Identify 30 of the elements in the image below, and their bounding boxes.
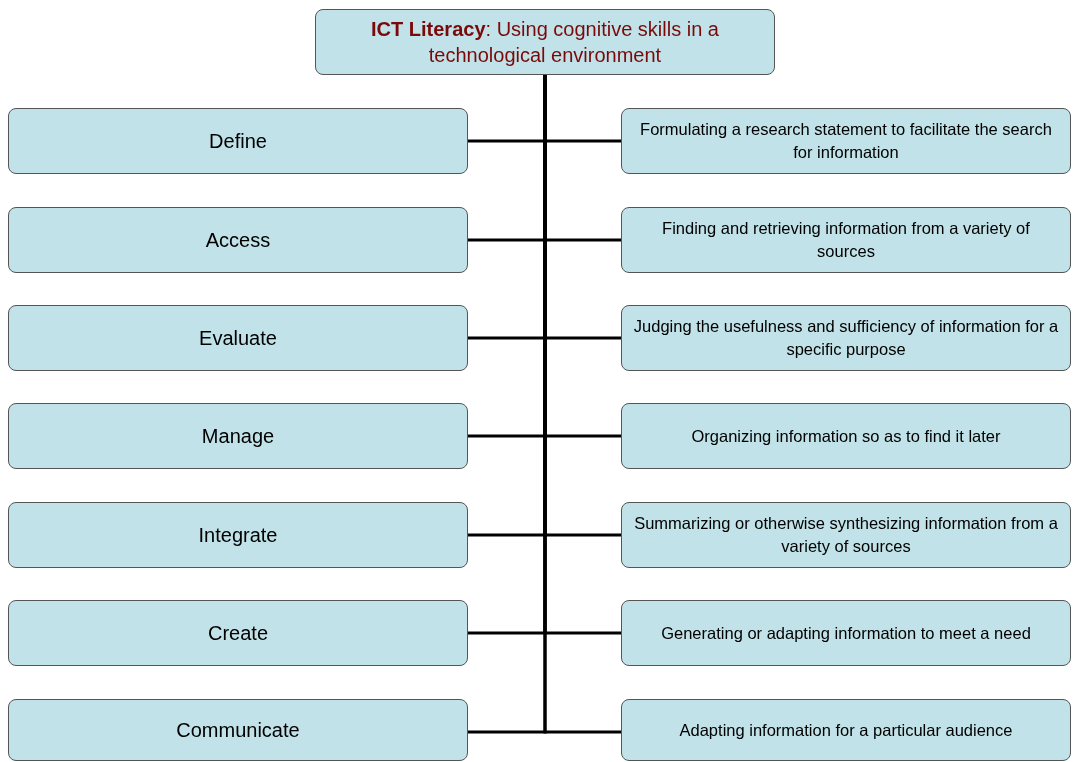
description-box — [621, 600, 1071, 666]
description-box — [621, 108, 1071, 174]
box-text: Access — [205, 228, 271, 252]
description-box — [621, 305, 1071, 371]
box-text: Formulating a research statement to facilitate the search for information — [639, 119, 1053, 163]
skill-box — [8, 600, 468, 666]
skill-box — [8, 108, 468, 174]
description-box — [621, 699, 1071, 761]
box-text: Summarizing or otherwise synthesizing information from a variety of sources — [633, 513, 1059, 557]
box-text: Integrate — [198, 523, 278, 547]
description-box — [621, 207, 1071, 273]
box-text: Finding and retrieving information from a variety of sources — [661, 218, 1031, 262]
box-text: Manage — [201, 424, 275, 448]
skill-box — [8, 207, 468, 273]
title-box — [315, 9, 775, 75]
skill-box — [8, 502, 468, 568]
box-text: Generating or adapting information to meet a need — [661, 622, 1031, 644]
skill-box — [8, 403, 468, 469]
box-text: Create — [208, 621, 268, 645]
box-text: Adapting information for a particular audience — [679, 719, 1013, 741]
box-text: Define — [209, 129, 267, 153]
skill-box — [8, 305, 468, 371]
description-box — [621, 502, 1071, 568]
box-text: Judging the usefulness and sufficiency of information for a specific purpose — [632, 316, 1060, 360]
description-box — [621, 403, 1071, 469]
skill-box — [8, 699, 468, 761]
box-text: ICT Literacy: Using cognitive skills in a technological environment — [370, 17, 720, 68]
box-text: Evaluate — [199, 326, 277, 350]
box-text: Organizing information so as to find it later — [691, 425, 1001, 447]
box-text: Communicate — [176, 718, 300, 742]
